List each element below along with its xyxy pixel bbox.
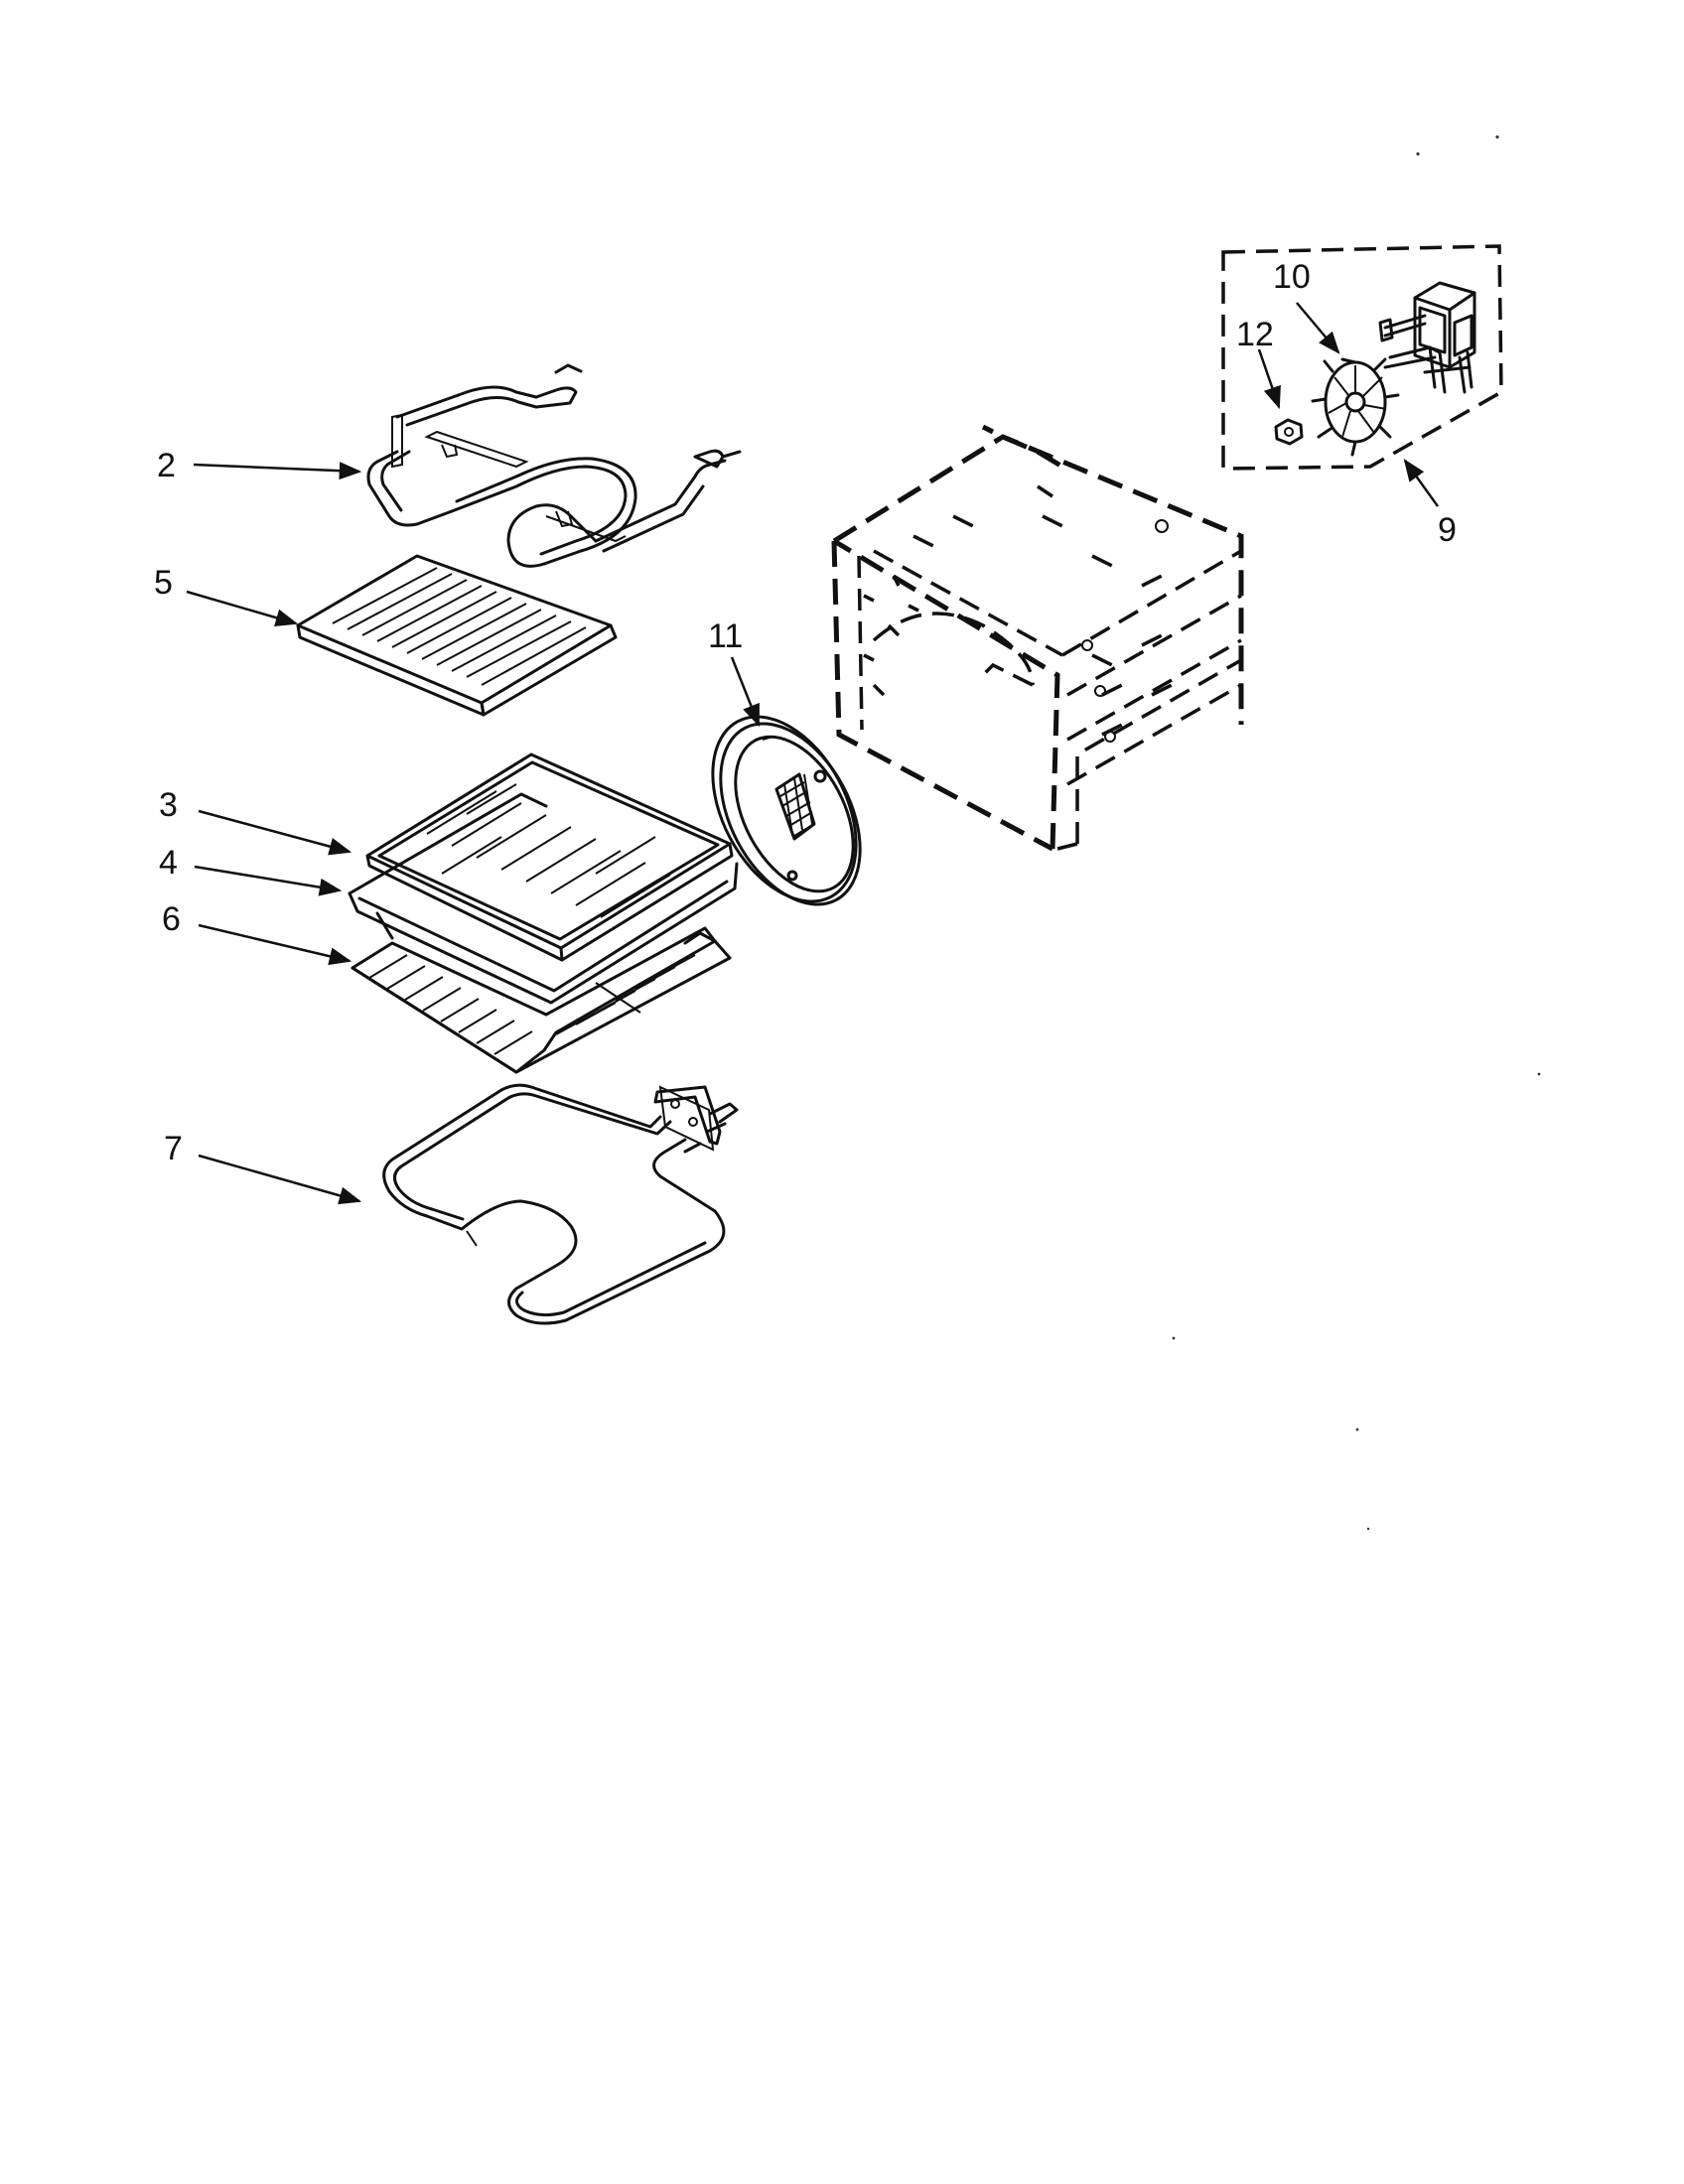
callout-12: 12 — [1236, 316, 1274, 353]
callout-5: 5 — [154, 564, 173, 602]
callout-6: 6 — [162, 900, 181, 938]
broil-element-part-2 — [366, 363, 742, 568]
callout-10: 10 — [1273, 258, 1311, 296]
callout-9: 9 — [1438, 511, 1457, 549]
broil-pan-part-4 — [348, 792, 739, 1005]
callout-arrows — [186, 302, 1440, 1205]
broil-pan-grid-part-3 — [365, 752, 734, 962]
fan-motor-part-9 — [1378, 281, 1476, 394]
bake-element-part-7 — [382, 1083, 739, 1325]
oven-rack-part-6 — [351, 926, 732, 1074]
callout-labels: 2 5 3 4 6 7 11 10 12 9 — [154, 258, 1457, 1167]
callout-4: 4 — [159, 844, 178, 882]
nut-part-12 — [1274, 418, 1304, 446]
fan-baffle-part-11 — [711, 715, 862, 906]
callout-3: 3 — [159, 786, 178, 824]
convection-fan-assembly-box — [1221, 244, 1503, 471]
oven-cavity-reference — [831, 424, 1244, 852]
fan-blade-part-10 — [1311, 357, 1400, 457]
callout-11: 11 — [708, 617, 743, 655]
shield-part-5 — [296, 554, 618, 717]
callout-2: 2 — [157, 447, 176, 484]
callout-7: 7 — [164, 1130, 183, 1167]
scan-specks — [1172, 135, 1541, 1531]
